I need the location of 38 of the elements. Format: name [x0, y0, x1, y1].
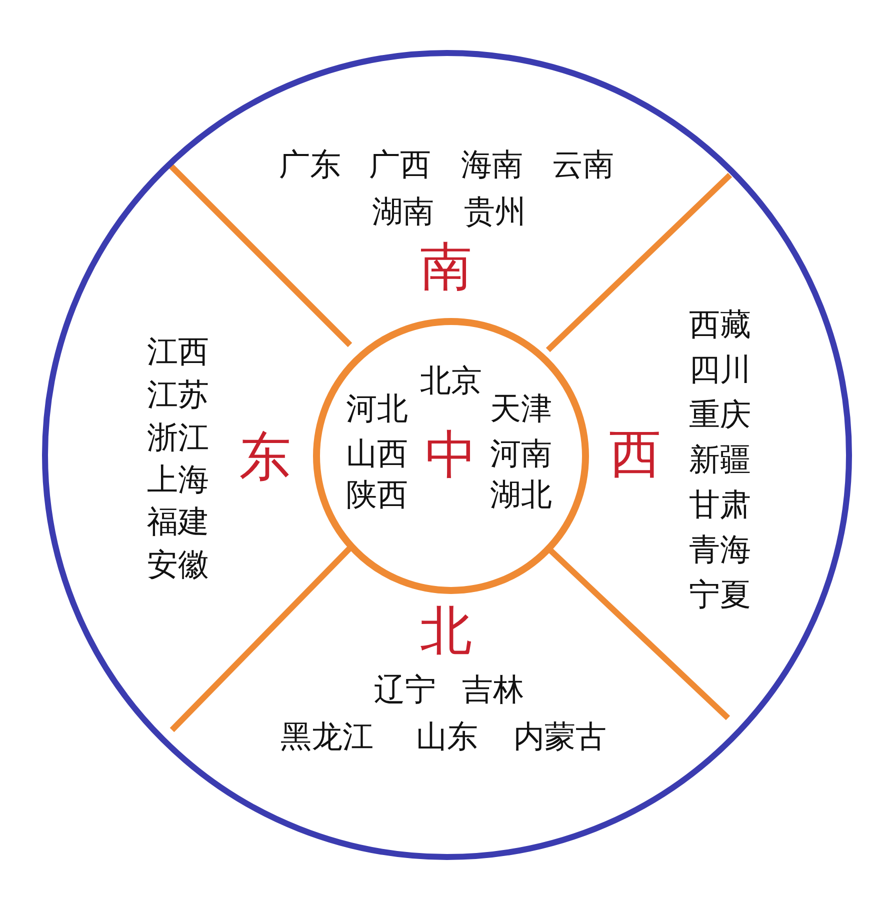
province-name: 吉林 — [462, 672, 524, 708]
province-name: 内蒙古 — [514, 720, 606, 754]
province-name: 江苏 — [147, 378, 209, 412]
province-name: 西藏 — [689, 308, 751, 342]
province-name: 天津 — [490, 392, 552, 426]
province-name: 贵州 — [464, 194, 526, 230]
province-name: 陕西 — [346, 478, 408, 512]
province-name: 山西 — [346, 436, 408, 472]
province-name: 湖南 — [372, 194, 434, 230]
province-name: 安徽 — [147, 548, 209, 582]
direction-character: 北 — [420, 603, 472, 661]
province-name: 北京 — [420, 364, 482, 398]
direction-character: 东 — [239, 429, 291, 487]
province-name: 河南 — [490, 436, 552, 472]
province-name: 河北 — [346, 392, 408, 426]
province-name: 青海 — [689, 532, 751, 568]
direction-character: 西 — [609, 426, 661, 484]
province-name: 海南 — [461, 148, 523, 182]
province-name: 福建 — [147, 504, 209, 540]
province-name: 山东 — [416, 720, 478, 754]
province-name: 江西 — [147, 334, 209, 370]
province-name: 甘肃 — [689, 488, 751, 522]
province-name: 辽宁 — [374, 672, 436, 708]
province-name: 浙江 — [147, 420, 209, 456]
province-name: 四川 — [689, 352, 751, 388]
province-name: 上海 — [147, 462, 209, 498]
outer-circle — [42, 50, 852, 860]
province-name: 宁夏 — [689, 578, 751, 612]
province-name: 广西 — [369, 148, 431, 182]
inner-circle — [313, 318, 589, 594]
province-name: 湖北 — [490, 478, 552, 512]
province-name: 重庆 — [689, 398, 751, 432]
province-name: 黑龙江 — [280, 720, 374, 754]
province-name: 新疆 — [689, 442, 751, 478]
direction-character: 中 — [425, 427, 477, 485]
direction-character: 南 — [420, 239, 472, 297]
province-name: 云南 — [552, 148, 614, 182]
province-name: 广东 — [279, 148, 341, 182]
